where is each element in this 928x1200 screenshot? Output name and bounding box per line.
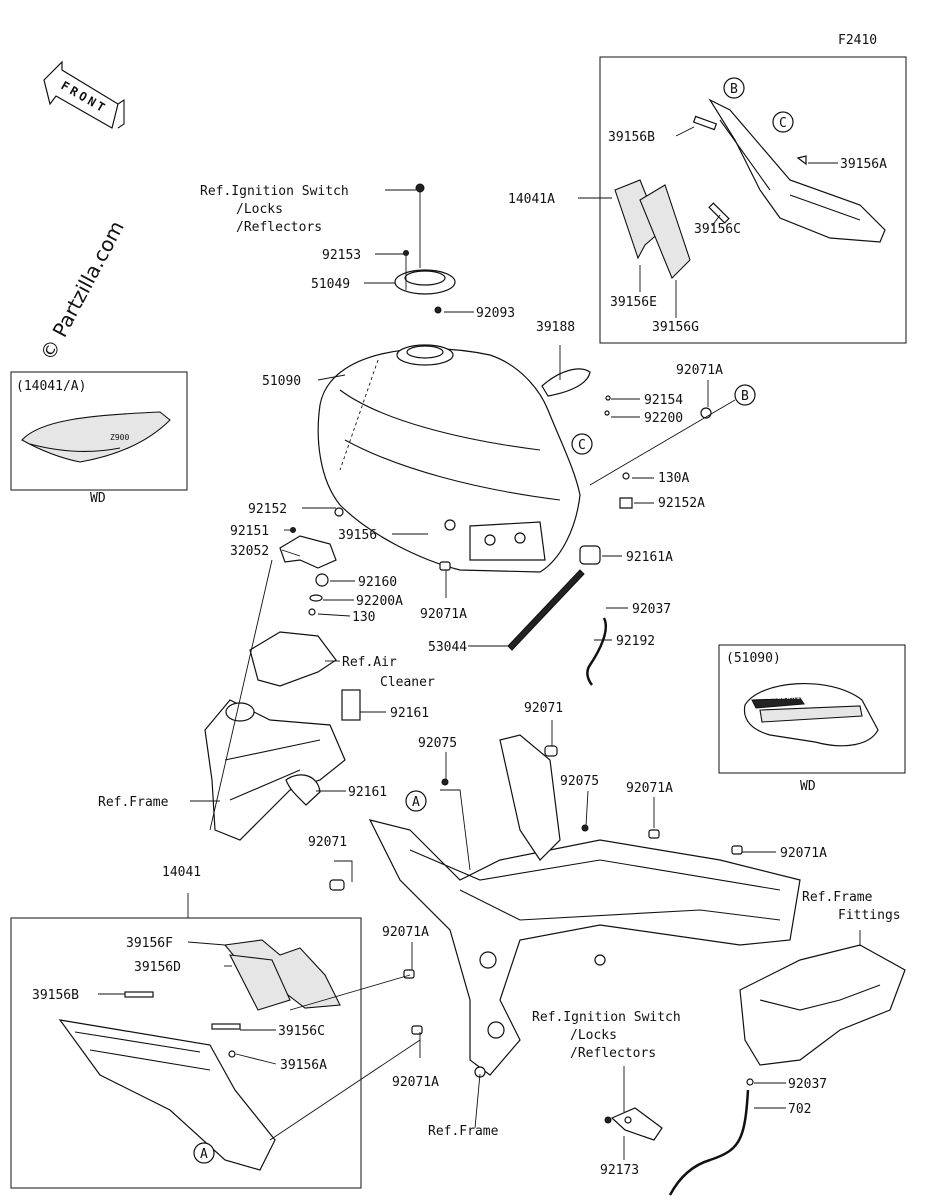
part-label-92200: 92200 <box>644 411 683 426</box>
callout-b-right: B <box>734 384 756 406</box>
callout-letter-c-2: C <box>779 116 787 131</box>
part-label-39156g: 39156G <box>652 320 699 335</box>
callout-letter-a: A <box>412 795 420 810</box>
part-label-92093: 92093 <box>476 306 515 321</box>
part-label-39156b-left: 39156B <box>32 988 79 1003</box>
figure-code: F2410 <box>838 33 877 48</box>
inset-side-cover-caption: WD <box>90 491 106 506</box>
part-label-702: 702 <box>788 1102 811 1117</box>
inset-tank-title: (51090) <box>726 651 781 666</box>
part-label-92153: 92153 <box>322 248 361 263</box>
ref-ignition-top-3: /Reflectors <box>236 220 322 235</box>
ref-frame-fittings-2: Fittings <box>838 908 901 923</box>
ref-ignition-bottom-2: /Locks <box>570 1028 617 1043</box>
inset-tank-variant: (51090) Kawasaki WD <box>718 644 906 794</box>
part-label-39156b-inset: 39156B <box>608 130 655 145</box>
part-label-39156: 39156 <box>338 528 377 543</box>
part-label-14041a: 14041A <box>508 192 555 207</box>
inset-right-cover-box <box>599 56 907 344</box>
bottom-bracket <box>604 1107 663 1141</box>
part-label-92161a: 92161A <box>626 550 673 565</box>
inset-tank-caption: WD <box>800 779 816 794</box>
part-label-92173: 92173 <box>600 1163 639 1178</box>
ref-ignition-bottom-3: /Reflectors <box>570 1046 656 1061</box>
part-label-51090: 51090 <box>262 374 301 389</box>
part-label-51049: 51049 <box>311 277 350 292</box>
part-label-92160: 92160 <box>358 575 397 590</box>
callout-b-inset: B <box>723 77 745 99</box>
part-label-92075-right: 92075 <box>560 774 599 789</box>
ref-ignition-top-1: Ref.Ignition Switch <box>200 184 349 199</box>
part-label-92071-left: 92071 <box>308 835 347 850</box>
part-label-92152: 92152 <box>248 502 287 517</box>
ref-frame-left: Ref.Frame <box>98 795 169 810</box>
left-cover-box <box>10 917 362 1189</box>
rear-fender <box>739 944 906 1086</box>
ref-air-cleaner-1: Ref.Air <box>342 655 397 670</box>
callout-a-top: A <box>405 790 427 812</box>
tank-strip <box>507 569 585 651</box>
inset-side-cover-brand: Z900 <box>110 433 129 442</box>
part-label-92075-left: 92075 <box>418 736 457 751</box>
inset-side-cover: (14041/A) Z900 WD <box>10 371 188 506</box>
part-label-39156e: 39156E <box>610 295 657 310</box>
inset-side-cover-title: (14041/A) <box>16 379 86 394</box>
part-label-92071a-mid: 92071A <box>626 781 673 796</box>
ref-ignition-top-2: /Locks <box>236 202 283 217</box>
part-label-92161-mid: 92161 <box>348 785 387 800</box>
inset-tank-brand: Kawasaki <box>762 692 801 701</box>
fuel-tank <box>317 344 581 573</box>
part-label-39188: 39188 <box>536 320 575 335</box>
part-label-92037-top: 92037 <box>632 602 671 617</box>
part-label-32052: 32052 <box>230 544 269 559</box>
ref-ignition-bottom-1: Ref.Ignition Switch <box>532 1010 681 1025</box>
part-label-53044: 53044 <box>428 640 467 655</box>
part-label-39156a-left: 39156A <box>280 1058 327 1073</box>
callout-c-inset: C <box>772 111 794 133</box>
part-label-39156f: 39156F <box>126 936 173 951</box>
part-label-92192: 92192 <box>616 634 655 649</box>
fuel-cap <box>394 183 456 314</box>
part-label-92200a: 92200A <box>356 594 403 609</box>
part-label-92152a: 92152A <box>658 496 705 511</box>
part-label-39156d: 39156D <box>134 960 181 975</box>
part-label-130: 130 <box>352 610 375 625</box>
part-label-39156c-left: 39156C <box>278 1024 325 1039</box>
ref-frame-fittings-1: Ref.Frame <box>802 890 873 905</box>
main-frame <box>368 734 801 1078</box>
part-label-92161-top: 92161 <box>390 706 429 721</box>
part-label-39156c-inset: 39156C <box>694 222 741 237</box>
part-label-92071-top: 92071 <box>524 701 563 716</box>
callout-letter-c: C <box>578 438 586 453</box>
callout-c-tank: C <box>571 433 593 455</box>
part-label-92151: 92151 <box>230 524 269 539</box>
callout-letter-b-2: B <box>730 82 738 97</box>
part-label-39156a-inset: 39156A <box>840 157 887 172</box>
ref-frame-bottom: Ref.Frame <box>428 1124 499 1139</box>
callout-a-bottom: A <box>193 1142 215 1164</box>
ref-air-cleaner-2: Cleaner <box>380 675 435 690</box>
drain-hose <box>668 1089 750 1196</box>
tank-pad <box>541 368 591 397</box>
watermark: © Partzilla.com <box>35 217 129 365</box>
part-label-92154: 92154 <box>644 393 683 408</box>
front-arrow-icon: FRONT <box>43 60 125 129</box>
part-label-92071a-right: 92071A <box>780 846 827 861</box>
part-label-92071a-top: 92071A <box>676 363 723 378</box>
breather-hose <box>586 617 607 686</box>
rear-mount-parts <box>579 395 712 565</box>
leader-lines <box>98 126 861 1160</box>
air-cleaner-plate <box>249 631 337 687</box>
callout-letter-a-2: A <box>200 1147 208 1162</box>
part-label-92037-bottom: 92037 <box>788 1077 827 1092</box>
part-label-92071a-left: 92071A <box>420 607 467 622</box>
callout-letter-b: B <box>741 389 749 404</box>
front-frame-section <box>204 689 361 841</box>
mount-bracket <box>279 507 344 616</box>
part-label-92071a-low2: 92071A <box>392 1075 439 1090</box>
part-label-130a: 130A <box>658 471 689 486</box>
part-label-92071a-low1: 92071A <box>382 925 429 940</box>
part-label-14041: 14041 <box>162 865 201 880</box>
